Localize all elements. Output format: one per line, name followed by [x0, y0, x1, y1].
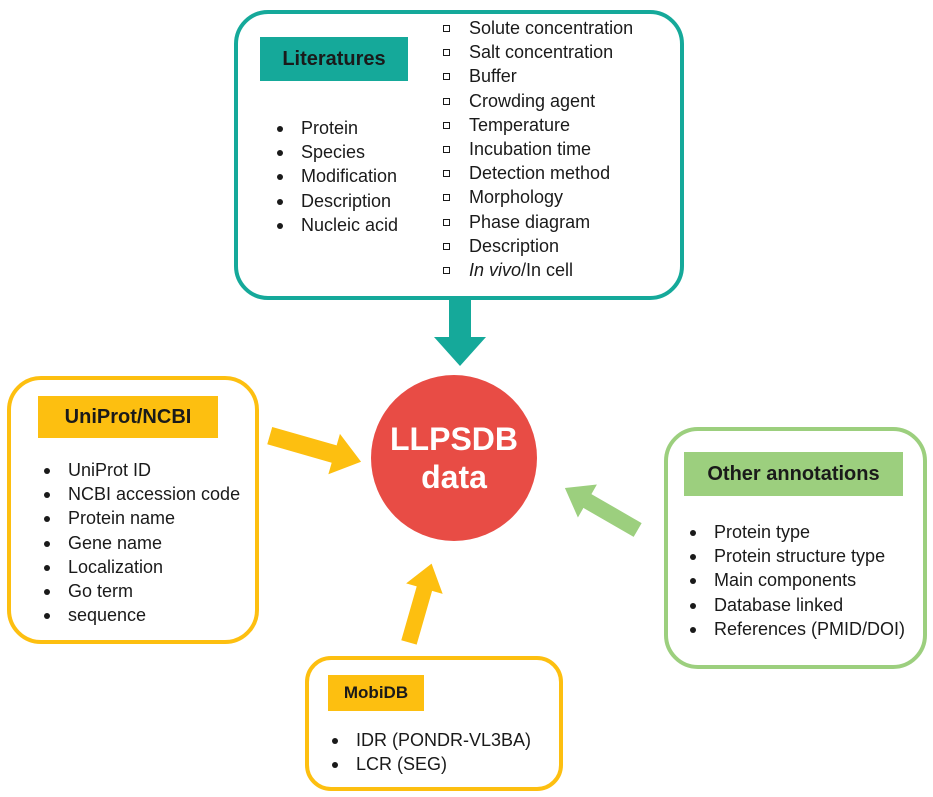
uniprot-arrow: [267, 426, 362, 475]
list-item: Detection method: [441, 161, 633, 185]
other-annotations-arrow: [564, 484, 642, 537]
list-item: sequence: [40, 603, 240, 627]
list-item: LCR (SEG): [328, 752, 531, 776]
list-item: Go term: [40, 579, 240, 603]
list-item: Buffer: [441, 64, 633, 88]
list-item: Main components: [686, 568, 905, 592]
list-item: Localization: [40, 555, 240, 579]
list-item: Nucleic acid: [273, 213, 398, 237]
list-item: Database linked: [686, 593, 905, 617]
list-item: Description: [273, 189, 398, 213]
list-item: Solute concentration: [441, 16, 633, 40]
list-item: References (PMID/DOI): [686, 617, 905, 641]
list-item: Salt concentration: [441, 40, 633, 64]
other-annotations-title: Other annotations: [684, 452, 903, 496]
list-item: UniProt ID: [40, 458, 240, 482]
list-item: IDR (PONDR-VL3BA): [328, 728, 531, 752]
literatures-right-list: Solute concentration Salt concentration …: [441, 16, 633, 282]
list-item: Protein: [273, 116, 398, 140]
literatures-left-list: Protein Species Modification Description…: [273, 116, 398, 237]
llpsdb-data-circle: LLPSDB data: [371, 375, 537, 541]
list-item-in-vivo: In vivo/In cell: [441, 258, 633, 282]
center-title-line1: LLPSDB: [390, 421, 518, 457]
list-item: Crowding agent: [441, 89, 633, 113]
other-annotations-list: Protein type Protein structure type Main…: [686, 520, 905, 641]
list-item: Morphology: [441, 185, 633, 209]
center-title-line2: data: [421, 459, 487, 495]
mobidb-arrow: [401, 563, 443, 645]
list-item: Phase diagram: [441, 210, 633, 234]
literatures-arrow: [434, 300, 486, 366]
uniprot-ncbi-title: UniProt/NCBI: [38, 396, 218, 438]
list-item: Modification: [273, 164, 398, 188]
literatures-title: Literatures: [260, 37, 408, 81]
mobidb-title: MobiDB: [328, 675, 424, 711]
list-item: Protein type: [686, 520, 905, 544]
list-item: Protein name: [40, 506, 240, 530]
list-item: Protein structure type: [686, 544, 905, 568]
list-item: NCBI accession code: [40, 482, 240, 506]
mobidb-list: IDR (PONDR-VL3BA) LCR (SEG): [328, 728, 531, 776]
uniprot-ncbi-list: UniProt ID NCBI accession code Protein n…: [40, 458, 240, 627]
list-item: Description: [441, 234, 633, 258]
list-item: Species: [273, 140, 398, 164]
list-item: Temperature: [441, 113, 633, 137]
list-item: Gene name: [40, 531, 240, 555]
list-item: Incubation time: [441, 137, 633, 161]
